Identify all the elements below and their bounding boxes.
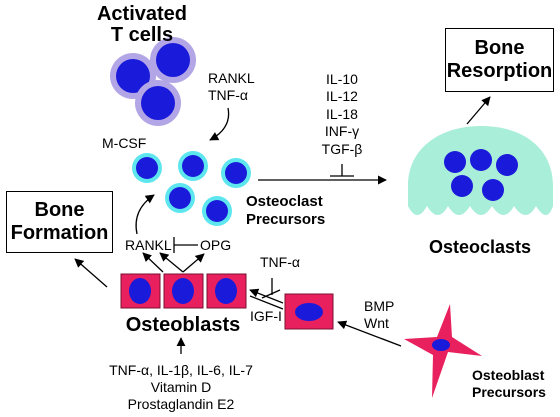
osteoclast-precursors-label: Osteoclast Precursors	[246, 193, 325, 229]
arrow-osteoblast-to-rankl	[142, 252, 164, 273]
tnf-alpha-mid-label: TNF-α	[260, 254, 300, 270]
inhibitors-label: IL-10 IL-12 IL-18 INF-γ TGF-β	[312, 71, 372, 158]
osteoblast-nucleus	[172, 278, 194, 304]
bmp-label: BMP	[364, 298, 395, 314]
osteoclast-nucleus	[496, 154, 518, 176]
osteoblast-stimuli-label: TNF-α, IL-1β, IL-6, IL-7 Vitamin D Prost…	[101, 362, 261, 413]
osteoclast-nucleus	[482, 179, 504, 201]
t-cell-nucleus	[156, 43, 190, 77]
osteoblast-precursors-line1: Osteoblast	[472, 367, 545, 383]
stimuli-vitamin-d: Vitamin D	[150, 379, 212, 395]
bone-resorption-line2: Resorption	[446, 60, 553, 82]
osteoblast-intermediate	[284, 293, 334, 330]
inhibitor-tgf-beta: TGF-β	[321, 140, 363, 157]
osteoblast-nucleus	[215, 278, 237, 304]
osteoblast-precursors-line2: Precursors	[472, 384, 546, 400]
osteoclast-precursors-line2: Precursors	[246, 211, 326, 228]
arrow-osteoclasts-to-resorption	[466, 96, 491, 125]
inhibitor-il10: IL-10	[326, 71, 358, 87]
osteoclast-precursor-group	[132, 151, 251, 226]
osteoblast-precursor-nucleus	[432, 339, 450, 351]
osteoclasts-label: Osteoclasts	[428, 237, 532, 257]
activated-t-cells-line2: T cells	[110, 24, 174, 46]
stimuli-prostaglandin: Prostaglandin E2	[127, 396, 235, 412]
connectors	[74, 96, 491, 354]
osteoblast-group	[120, 273, 247, 309]
t-cell-group	[110, 37, 196, 126]
arrow-rankl-to-precursors	[135, 194, 155, 235]
osteoblast-nucleus	[129, 278, 151, 304]
precursor-nucleus	[182, 155, 204, 177]
tnf-inhibition-bar	[261, 289, 281, 299]
osteoblast-precursors-label: Osteoblast Precursors	[472, 367, 546, 401]
inhibitor-il18: IL-18	[326, 105, 358, 122]
t-cell-nucleus	[116, 59, 150, 93]
rankl-top: RANKL	[208, 70, 255, 86]
m-csf-label: M-CSF	[102, 135, 147, 151]
arrow-tcells-to-precursors	[209, 107, 230, 141]
precursor-nucleus	[225, 162, 247, 184]
bone-resorption-box: Bone Resorption	[445, 28, 554, 92]
bone-resorption-line1: Bone	[474, 37, 525, 59]
bone-formation-line2: Formation	[10, 222, 109, 244]
tnf-alpha-top: TNF-α	[208, 87, 248, 103]
precursor-nucleus	[206, 200, 228, 222]
rankl-label: RANKL	[125, 237, 172, 253]
arrow-osteoblast-to-opg	[182, 253, 205, 273]
inhibitor-il12: IL-12	[326, 88, 358, 105]
inhibitor-inf-gamma: INF-γ	[324, 123, 360, 140]
opg-label: OPG	[200, 237, 232, 253]
arrow-osteoblast-to-rankl-2	[159, 252, 184, 273]
wnt-label: Wnt	[364, 315, 389, 331]
osteoblast-intermediate-nucleus	[295, 303, 323, 321]
osteoclast-nucleus	[451, 175, 473, 197]
activated-t-cells-label: Activated T cells	[92, 4, 192, 46]
stimuli-cytokines: TNF-α, IL-1β, IL-6, IL-7	[109, 362, 253, 378]
igf-i-label: IGF-I	[250, 308, 282, 324]
bmp-wnt-label: BMP Wnt	[364, 298, 394, 332]
activated-t-cells-line1: Activated	[96, 3, 188, 25]
bone-formation-line1: Bone	[34, 199, 85, 221]
arrow-intermediate-to-osteoblasts-b	[249, 295, 284, 310]
bone-formation-box: Bone Formation	[6, 191, 113, 253]
arrow-osteoblasts-to-formation	[74, 258, 108, 288]
t-cell-nucleus	[141, 86, 175, 120]
rankl-tnf-top-label: RANKL TNF-α	[208, 70, 255, 104]
osteoblast-precursor-body	[404, 304, 482, 398]
osteoclast-nucleus	[444, 151, 466, 173]
precursor-nucleus	[169, 187, 191, 209]
osteoblast-precursor-cell	[404, 304, 482, 398]
osteoclast-precursors-line1: Osteoclast	[246, 193, 323, 210]
osteoclast-cell	[408, 126, 553, 215]
precursor-nucleus	[136, 157, 158, 179]
osteoblasts-label: Osteoblasts	[125, 314, 241, 336]
arrow-precursor-to-intermediate	[337, 320, 402, 347]
osteoclast-nucleus	[470, 149, 492, 171]
